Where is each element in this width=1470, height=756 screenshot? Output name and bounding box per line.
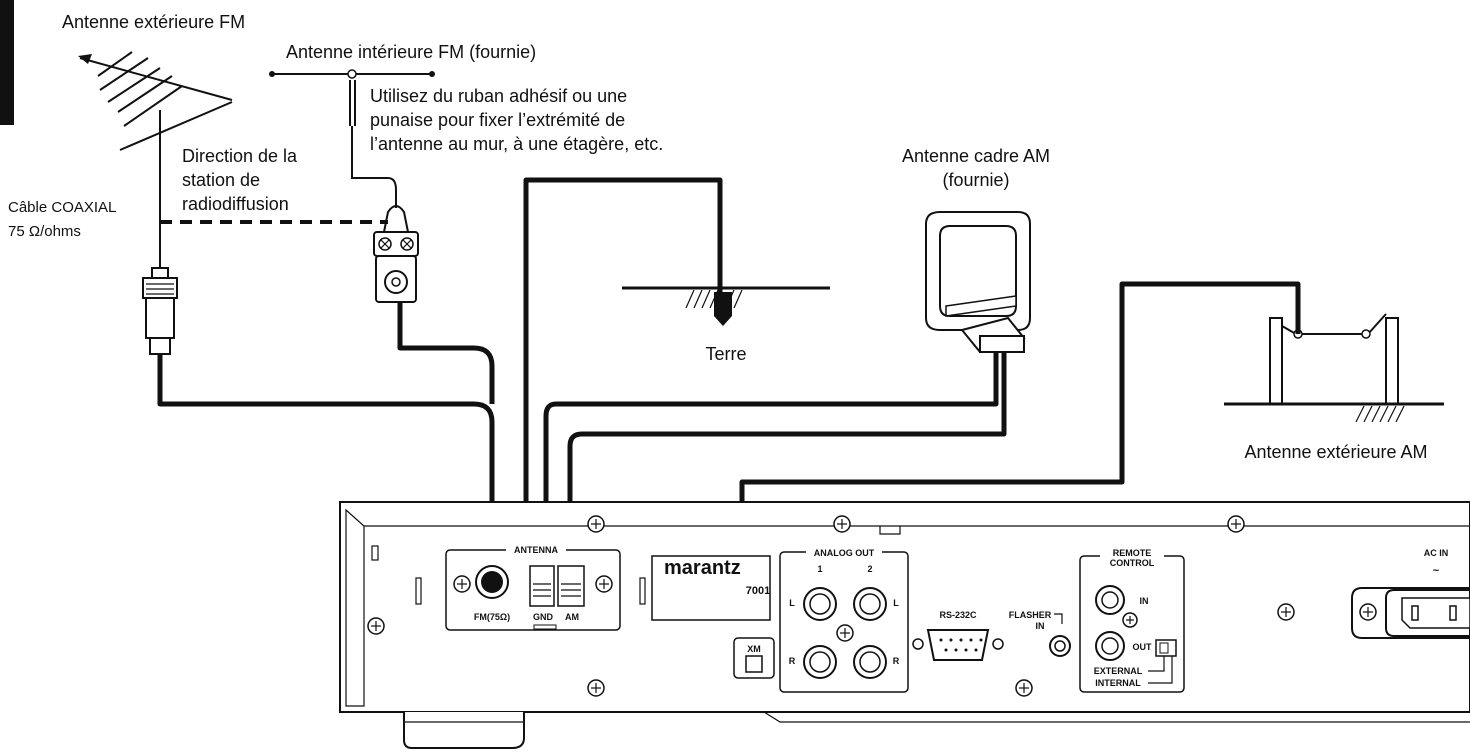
screw-icon [1277,603,1295,621]
screw-icon [587,679,605,697]
right-label: R [893,656,900,666]
am-outdoor-antenna-label: Antenne extérieure AM [1244,442,1427,462]
am-loop-antenna-label: Antenne cadre AM [902,146,1050,166]
rs232c-label: RS-232C [939,610,977,620]
fm-outdoor-antenna [78,51,233,270]
am-outdoor-antenna [1224,313,1444,423]
xm-jack[interactable] [745,655,763,673]
internal-label: INTERNAL [1095,678,1141,688]
flasher-label: FLASHER [1009,610,1052,620]
xm-label: XM [747,644,761,654]
gnd-label: GND [533,612,554,622]
rs232c-port[interactable]: RS-232C [912,610,1004,661]
flasher-in-jack[interactable]: FLASHER IN [1009,610,1071,657]
fm75-label: FM(75Ω) [474,612,510,622]
screw-icon [453,575,471,593]
screw-icon [1015,679,1033,697]
analog-out-block: ANALOG OUT 1 2 L L R R [779,548,909,693]
rca-jack-2l[interactable] [853,587,887,621]
control-label: CONTROL [1110,558,1155,568]
screw-icon [1359,603,1377,621]
antenna-terminal-block: ANTENNA FM(75Ω) GND AM [445,545,621,631]
coaxial-plug [142,267,178,355]
screw-icon [587,515,605,533]
remote-control-block: REMOTE CONTROL IN OUT EXTERNAL INTERNAL [1079,546,1185,693]
brand-logo: marantz [664,557,741,579]
screw-icon [595,575,613,593]
screw-icon [833,515,851,533]
coax-cable [157,354,495,560]
am-terminal[interactable] [557,565,585,607]
ground-label: Terre [705,344,746,364]
remote-in-label: IN [1140,596,1149,606]
remote-out-label: OUT [1133,642,1153,652]
rca-jack-1l[interactable] [803,587,837,621]
coaxial-cable-label: Câble COAXIAL [8,199,116,216]
antenna-label: ANTENNA [514,545,558,555]
am-loop-cable-1 [534,352,999,575]
fm-outdoor-antenna-label: Antenne extérieure FM [62,12,245,32]
section-tab [0,0,14,125]
am-loop-supplied-label: (fournie) [942,170,1009,190]
indoor-fm-cable [397,302,495,404]
external-label: EXTERNAL [1094,666,1143,676]
rca-jack-1r[interactable] [803,645,837,679]
channel-1-label: 1 [817,564,822,574]
screw-icon [367,617,385,635]
model-label: 7001 [746,585,770,597]
receiver-rear-panel: ANTENNA FM(75Ω) GND AM marantz 7001 XM [339,501,1470,749]
analog-out-label: ANALOG OUT [814,548,875,558]
gnd-terminal[interactable] [529,565,555,607]
direction-line-3: radiodiffusion [182,194,289,214]
flasher-in-label: IN [1036,621,1045,631]
screw-icon [836,624,854,642]
ground-symbol [622,286,830,326]
ac-symbol: ~ [1433,565,1440,577]
am-loop-antenna [925,211,1031,354]
fm-indoor-antenna [269,69,435,303]
fm-indoor-antenna-label: Antenne intérieure FM (fournie) [286,42,536,62]
rca-jack-2r[interactable] [853,645,887,679]
am-label: AM [565,612,579,622]
screw-icon [1227,515,1245,533]
tape-note-line-1: Utilisez du ruban adhésif ou une [370,86,627,106]
direction-line-1: Direction de la [182,146,298,166]
channel-2-label: 2 [867,564,872,574]
screw-icon [1122,612,1138,628]
ac-inlet: AC IN ~ [1351,548,1470,639]
brand-plate: marantz 7001 [651,555,771,621]
direction-line-2: station de [182,170,260,190]
cables [157,177,1301,577]
coaxial-ohms-label: 75 Ω/ohms [8,223,81,240]
right-label: R [789,656,796,666]
xm-connector: XM [733,637,775,679]
left-label: L [789,598,795,608]
ac-in-label: AC IN [1424,548,1449,558]
tape-note-line-2: punaise pour fixer l’extrémité de [370,110,625,130]
am-loop-cable-2 [567,352,1007,572]
tape-note-line-3: l’antenne au mur, à une étagère, etc. [370,134,663,154]
remote-label: REMOTE [1113,548,1152,558]
remote-out-jack[interactable] [1095,631,1125,661]
left-label: L [893,598,899,608]
remote-in-jack[interactable] [1095,585,1125,615]
